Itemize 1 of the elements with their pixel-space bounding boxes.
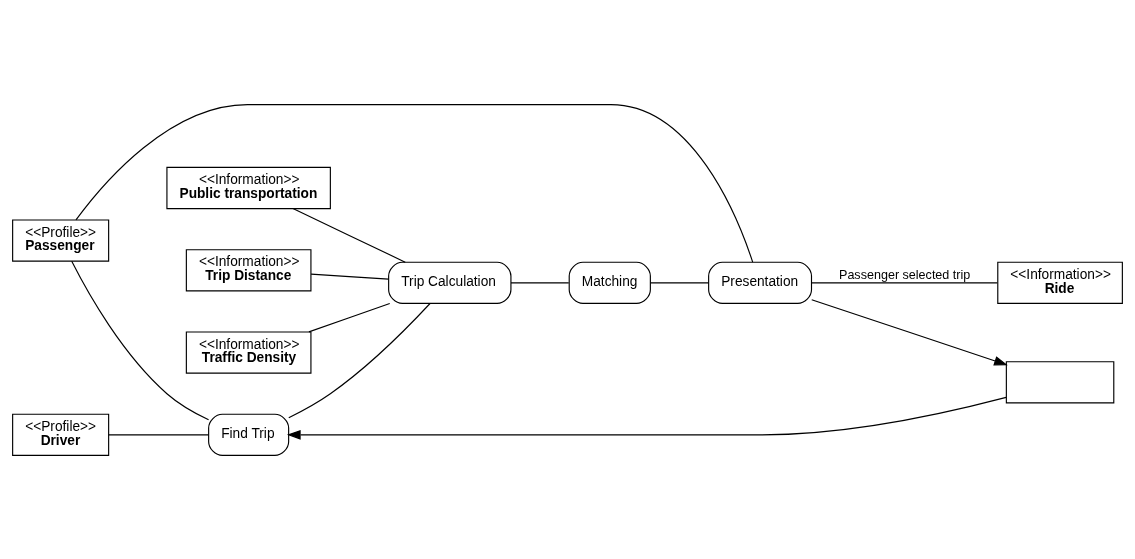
- edge-label: Passenger selected trip: [839, 267, 971, 282]
